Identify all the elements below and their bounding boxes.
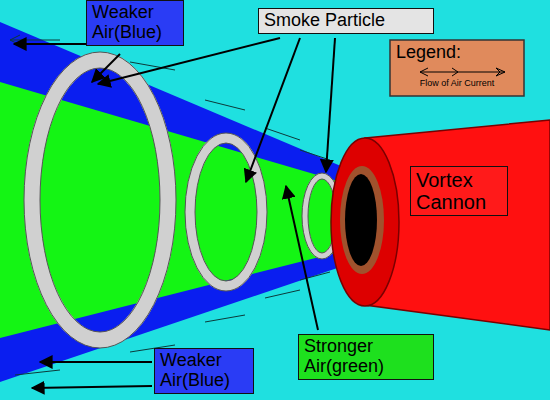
smoke-rings (24, 52, 342, 348)
node-text: Weaker Air(Blue) (160, 351, 248, 391)
node-text: Vortex Cannon (416, 169, 502, 213)
legend: Legend: Flow of Air Current (390, 40, 524, 96)
label-box: Smoke Particle (258, 8, 434, 34)
title-box: Vortex Cannon (410, 166, 508, 216)
legend-heading: Legend: (396, 42, 461, 63)
weak-air-cone (0, 22, 355, 382)
leader-lines (14, 38, 335, 388)
air-current-strokes (10, 35, 330, 375)
legend-entry: Flow of Air Current (390, 78, 524, 88)
vortex-cannon (331, 120, 550, 330)
node-text: Stronger Air(green) (304, 337, 428, 377)
legend-panel (390, 40, 524, 96)
label-box: Stronger Air(green) (298, 334, 434, 380)
label-box: Weaker Air(Blue) (86, 0, 184, 46)
label-box: Weaker Air(Blue) (154, 348, 254, 394)
node-text: Smoke Particle (264, 11, 428, 31)
node-text: Weaker Air(Blue) (92, 3, 178, 43)
